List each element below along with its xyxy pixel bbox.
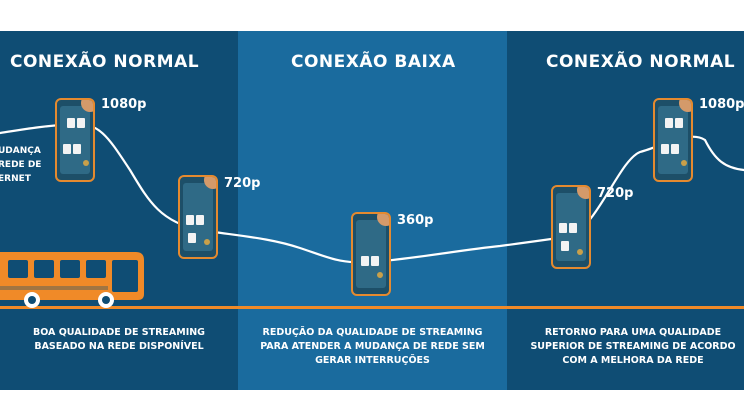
- phone-720p-right: [551, 185, 591, 269]
- heading-low-connection: CONEXÃO BAIXA: [291, 52, 456, 72]
- resolution-label-2: 720p: [224, 176, 261, 191]
- phone-1080p-right: [653, 98, 693, 182]
- road-line: [0, 306, 744, 309]
- caption-low-connection: REDUÇÃO DA QUALIDADE DE STREAMING PARA A…: [260, 327, 485, 366]
- resolution-label-3: 360p: [397, 213, 434, 228]
- bus-icon: [0, 252, 144, 308]
- phone-360p: [351, 212, 391, 296]
- resolution-label-5: 1080p: [699, 97, 744, 112]
- panel-normal-connection-right: [507, 31, 744, 390]
- panel-low-connection: [238, 31, 507, 390]
- heading-normal-connection-right: CONEXÃO NORMAL: [546, 52, 736, 72]
- caption-normal-connection-right: RETORNO PARA UMA QUALIDADE SUPERIOR DE S…: [530, 327, 736, 366]
- resolution-label-4: 720p: [597, 186, 634, 201]
- caption-normal-connection-left: BOA QUALIDADE DE STREAMING BASEADO NA RE…: [33, 327, 205, 352]
- heading-normal-connection-left: CONEXÃO NORMAL: [10, 52, 200, 72]
- resolution-label-1: 1080p: [101, 97, 147, 112]
- network-change-label: UDANÇA REDE DE ERNET: [0, 146, 42, 184]
- phone-720p-left: [178, 175, 218, 259]
- phone-1080p-left: [55, 98, 95, 182]
